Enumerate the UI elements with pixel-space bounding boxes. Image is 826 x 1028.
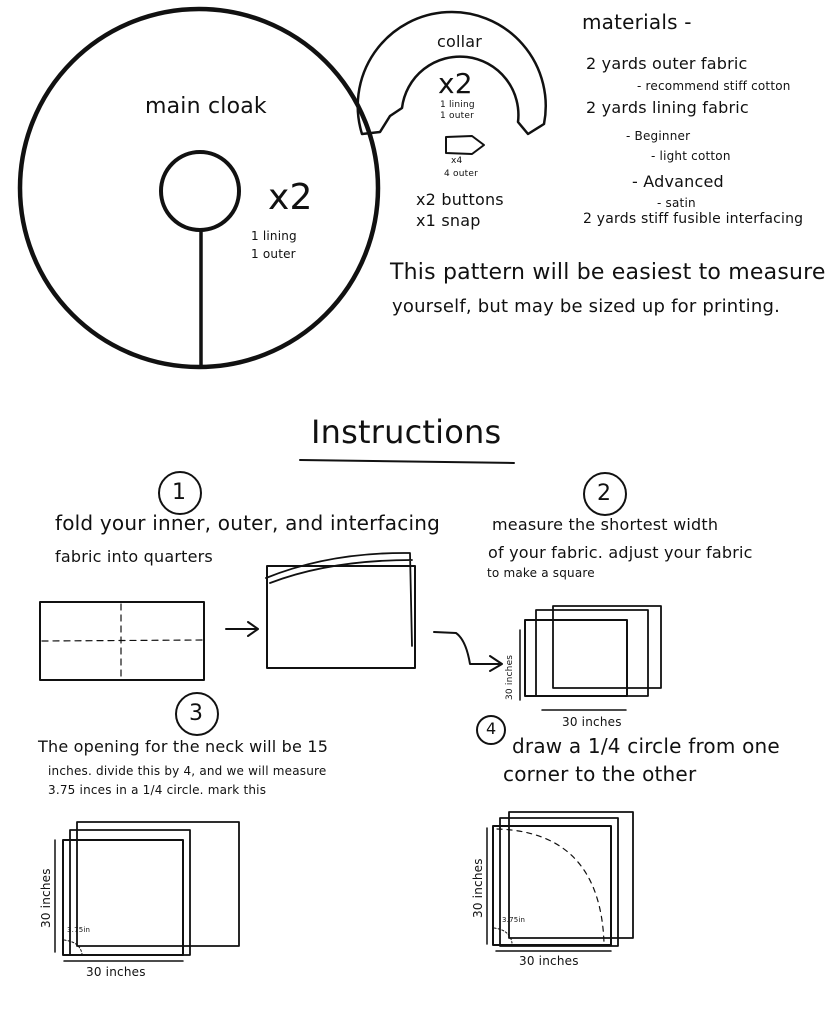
- unfolded-fabric: [39, 601, 205, 681]
- step-1-line-1: fold your inner, outer, and interfacing: [55, 511, 440, 535]
- step-2-square: [524, 619, 628, 697]
- step-4-mid-layer: [499, 817, 619, 947]
- instructions-title: Instructions: [311, 413, 502, 451]
- main-cloak-lining: 1 lining: [251, 229, 297, 243]
- tab-outer: 4 outer: [444, 169, 478, 179]
- main-cloak-count: x2: [268, 177, 313, 218]
- collar-tab-shape: [445, 135, 485, 155]
- step-2-line-2: of your fabric. adjust your fabric: [488, 543, 753, 562]
- main-cloak-outer: 1 outer: [251, 247, 296, 261]
- material-item: - recommend stiff cotton: [637, 79, 791, 93]
- step-3-square: [62, 839, 184, 956]
- quarter-circle-arc: [496, 828, 605, 944]
- step-4-number: 4: [486, 719, 497, 738]
- main-cloak-neck-circle: [159, 150, 241, 232]
- step-1-number: 1: [172, 480, 187, 505]
- step-3-mid-layer: [69, 829, 191, 956]
- material-item: - light cotton: [651, 149, 731, 163]
- material-item: - Beginner: [626, 129, 691, 143]
- step-4-square: [492, 825, 612, 946]
- step-1-circle: [158, 471, 202, 515]
- arrow-1: [225, 621, 259, 637]
- step-4-back-layer: [508, 811, 634, 939]
- materials-title: materials -: [582, 10, 692, 34]
- material-item: - Advanced: [632, 172, 724, 191]
- note-line-1: This pattern will be easiest to measure: [390, 260, 826, 285]
- material-item: 2 yards outer fabric: [586, 54, 748, 73]
- step-3-number: 3: [189, 701, 204, 726]
- step-4-width-label: 30 inches: [519, 954, 579, 968]
- pattern-page: main cloak x2 1 lining 1 outer collar x2…: [17, 6, 825, 979]
- step-3-line-3: 3.75 inces in a 1/4 circle. mark this: [48, 783, 267, 797]
- step-2-number: 2: [597, 481, 612, 506]
- collar-outer: 1 outer: [440, 111, 474, 121]
- step-1-line-2: fabric into quarters: [55, 547, 213, 566]
- material-item: 2 yards stiff fusible interfacing: [583, 211, 804, 227]
- step-2-back-layer: [552, 605, 662, 689]
- step-3-circle: [175, 692, 219, 736]
- buttons-label: x2 buttons: [416, 190, 504, 209]
- step-3-line-1: The opening for the neck will be 15: [38, 737, 329, 756]
- step-4-line-2: corner to the other: [503, 762, 697, 786]
- step-2-line-1: measure the shortest width: [492, 515, 719, 534]
- step-4-line-1: draw a 1/4 circle from one: [512, 734, 780, 758]
- note-line-2: yourself, but may be sized up for printi…: [392, 296, 781, 317]
- fold-line-horizontal: [41, 639, 203, 642]
- step-4-height-label: 30 inches: [471, 858, 485, 918]
- material-item: - satin: [657, 196, 696, 210]
- snap-label: x1 snap: [416, 211, 481, 230]
- material-item: 2 yards lining fabric: [586, 98, 749, 117]
- pattern-drawings: [17, 6, 662, 962]
- step-2-width-label: 30 inches: [562, 715, 622, 729]
- collar-outline: [356, 10, 547, 136]
- step-3-neck-mark: [63, 939, 83, 955]
- step-3-neck-label: 3.75in: [67, 926, 91, 934]
- step-4-neck-label: 3.75in: [502, 916, 526, 924]
- step-3-width-label: 30 inches: [86, 965, 146, 979]
- tab-count: x4: [451, 156, 463, 166]
- step-2-height-label: 30 inches: [505, 654, 515, 700]
- main-cloak-outer-circle: [17, 6, 381, 370]
- step-4-neck-mark: [493, 927, 513, 944]
- step-3-back-layer: [76, 821, 240, 947]
- arrow-2: [433, 631, 503, 672]
- step-2-circle: [583, 472, 627, 516]
- collar-lining: 1 lining: [440, 100, 475, 110]
- folded-fabric-front: [266, 565, 416, 669]
- step-3-height-label: 30 inches: [39, 868, 53, 928]
- collar-label: collar: [437, 32, 483, 51]
- step-2-line-3: to make a square: [487, 566, 595, 580]
- step-4-circle: [476, 715, 506, 745]
- collar-count: x2: [438, 67, 473, 100]
- step-3-line-2: inches. divide this by 4, and we will me…: [48, 764, 327, 778]
- instructions-underline: [299, 459, 515, 464]
- main-cloak-label: main cloak: [145, 94, 267, 119]
